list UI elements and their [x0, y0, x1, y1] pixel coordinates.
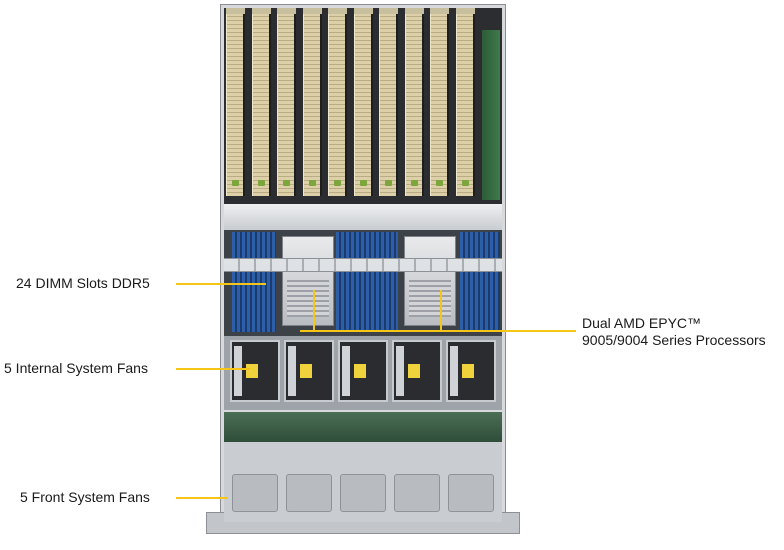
gpu-card: [353, 14, 373, 196]
internal-fan: [338, 340, 388, 402]
front-fans-label: 5 Front System Fans: [20, 489, 150, 505]
internal-fan: [446, 340, 496, 402]
internal-fan: [284, 340, 334, 402]
backplane-board: [224, 412, 502, 442]
gpu-logo-icon: [436, 180, 443, 186]
gpu-logo-icon: [359, 180, 367, 186]
fan-handle: [396, 346, 404, 396]
gpu-card: [404, 14, 424, 196]
gpu-card-top: [404, 8, 424, 16]
front-fan: [448, 474, 494, 512]
gpu-card: [328, 14, 347, 196]
fan-handle: [288, 346, 296, 396]
front-fan: [394, 474, 440, 512]
gpu-logo-icon: [334, 180, 341, 186]
warning-icon: [246, 364, 258, 378]
front-fan: [286, 474, 332, 512]
gpu-card-top: [455, 8, 475, 16]
front-fan: [232, 474, 278, 512]
dimm-bank: [336, 232, 398, 332]
gpu-card: [277, 14, 296, 196]
gpu-card: [455, 14, 475, 196]
cpu-heatsink: [404, 236, 456, 326]
warning-icon: [462, 364, 474, 378]
cpu-label-line1: Dual AMD EPYC™: [582, 315, 702, 331]
dimm-slots-label: 24 DIMM Slots DDR5: [16, 275, 150, 291]
callout-line-internal-fans: [176, 368, 250, 370]
gpu-card: [379, 14, 398, 196]
gpu-card: [302, 14, 322, 196]
dimm-bank: [460, 232, 500, 332]
callout-line-front-fans: [176, 497, 228, 499]
gpu-logo-icon: [410, 180, 418, 186]
gpu-logo-icon: [385, 180, 392, 186]
mid-plate: [224, 204, 502, 230]
gpu-card-top: [226, 8, 245, 16]
fan-handle: [234, 346, 242, 396]
cpu-label-line2: 9005/9004 Series Processors: [582, 332, 766, 348]
cpu-heatsink: [282, 236, 334, 326]
internal-fan: [230, 340, 280, 402]
fan-handle: [450, 346, 458, 396]
gpu-card-top: [251, 8, 271, 16]
gpu-logo-icon: [232, 180, 239, 186]
gpu-card-top: [302, 8, 322, 16]
memory-bracket: [224, 258, 502, 272]
warning-icon: [300, 364, 312, 378]
warning-icon: [354, 364, 366, 378]
callout-line-cpu: [300, 330, 576, 332]
gpu-card-top: [353, 8, 373, 16]
gpu-logo-icon: [461, 180, 469, 186]
gpu-card-top: [277, 8, 296, 16]
gpu-logo-icon: [257, 180, 265, 186]
gpu-card-top: [328, 8, 347, 16]
fan-handle: [342, 346, 350, 396]
callout-line-dimm: [176, 283, 266, 285]
internal-fans-label: 5 Internal System Fans: [4, 360, 148, 376]
callout-line-cpu1: [313, 290, 315, 332]
warning-icon: [408, 364, 420, 378]
gpu-logo-icon: [308, 180, 316, 186]
riser-board: [482, 30, 500, 200]
gpu-logo-icon: [283, 180, 290, 186]
gpu-card-top: [430, 8, 449, 16]
gpu-card: [430, 14, 449, 196]
gpu-card: [251, 14, 271, 196]
internal-fan: [392, 340, 442, 402]
gpu-card-top: [379, 8, 398, 16]
front-fan: [340, 474, 386, 512]
gpu-card: [226, 14, 245, 196]
dimm-bank: [232, 232, 276, 332]
callout-line-cpu2: [440, 290, 442, 332]
